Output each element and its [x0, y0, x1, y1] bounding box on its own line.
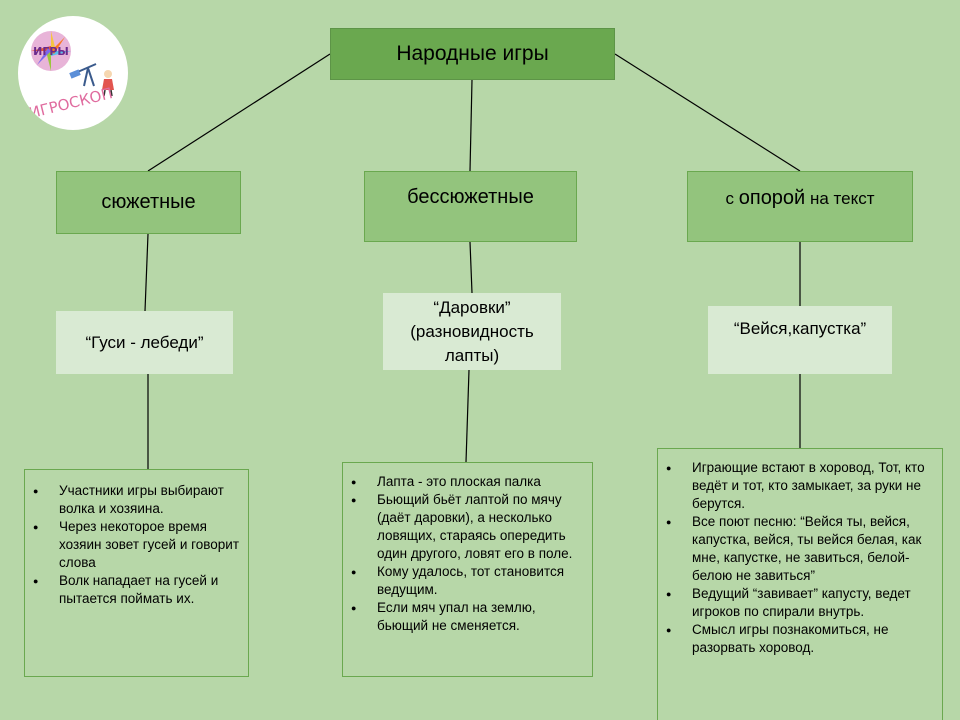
game-darovki-line-3: лапты): [444, 345, 500, 365]
category-plotless: бессюжетные: [364, 171, 577, 242]
category-text-based: с опорой на текст: [687, 171, 913, 242]
description-darovki-list: Лапта - это плоская палка Бьющий бьёт ла…: [343, 473, 592, 635]
igroskop-logo: ИГРЫ ИГРОСКОП: [18, 16, 128, 130]
list-item: Волк нападает на гусей и пытается поймат…: [25, 572, 240, 608]
list-item: Смысл игры познакомиться, не разорвать х…: [658, 621, 932, 657]
description-veisya-kapustka: Играющие встают в хоровод, Тот, кто ведё…: [657, 448, 943, 720]
list-item: Участники игры выбирают волка и хозяина.: [25, 482, 240, 518]
game-veisya-kapustka: “Вейся,капустка”: [708, 306, 892, 374]
connector-plotless-to-game: [469, 241, 473, 294]
game-geese-swans: “Гуси - лебеди”: [56, 311, 233, 374]
logo-text-bottom: ИГРОСКОП: [27, 84, 114, 122]
list-item: Играющие встают в хоровод, Тот, кто ведё…: [658, 459, 932, 513]
list-item: Бьющий бьёт лаптой по мячу (даёт даровки…: [343, 491, 580, 563]
root-node: Народные игры: [330, 28, 615, 80]
list-item: Ведущий “завивает” капусту, ведет игроко…: [658, 585, 932, 621]
logo-text-top: ИГРЫ: [33, 45, 69, 58]
list-item: Все поют песню: “Вейся ты, вейся, капуст…: [658, 513, 932, 585]
connector-plot-to-game: [144, 233, 149, 312]
description-geese-swans: Участники игры выбирают волка и хозяина.…: [24, 469, 249, 677]
description-darovki: Лапта - это плоская палка Бьющий бьёт ла…: [342, 462, 593, 677]
game-darovki: “Даровки” (разновидность лапты): [383, 293, 561, 370]
root-title: Народные игры: [396, 42, 549, 65]
category-plot-label: сюжетные: [101, 191, 196, 213]
description-veisya-kapustka-list: Играющие встают в хоровод, Тот, кто ведё…: [658, 459, 942, 657]
list-item: Через некоторое время хозяин зовет гусей…: [25, 518, 240, 572]
game-veisya-kapustka-label: “Вейся,капустка”: [733, 319, 867, 338]
list-item: Лапта - это плоская палка: [343, 473, 580, 491]
game-darovki-line-2: (разновидность: [410, 321, 534, 341]
category-text-based-label: с опорой на текст: [725, 187, 875, 209]
connector-root-to-plotless: [469, 79, 473, 172]
game-geese-swans-label: “Гуси - лебеди”: [85, 332, 204, 352]
description-geese-swans-list: Участники игры выбирают волка и хозяина.…: [25, 482, 248, 608]
connector-root-to-plot: [147, 53, 331, 172]
category-plot: сюжетные: [56, 171, 241, 234]
list-item: Если мяч упал на землю, бьющий не сменяе…: [343, 599, 580, 635]
connector-game2-to-desc: [465, 369, 470, 463]
connector-root-to-text: [614, 53, 801, 172]
game-darovki-line-1: “Даровки”: [433, 297, 511, 317]
list-item: Кому удалось, тот становится ведущим.: [343, 563, 580, 599]
category-plotless-label: бессюжетные: [407, 186, 534, 208]
